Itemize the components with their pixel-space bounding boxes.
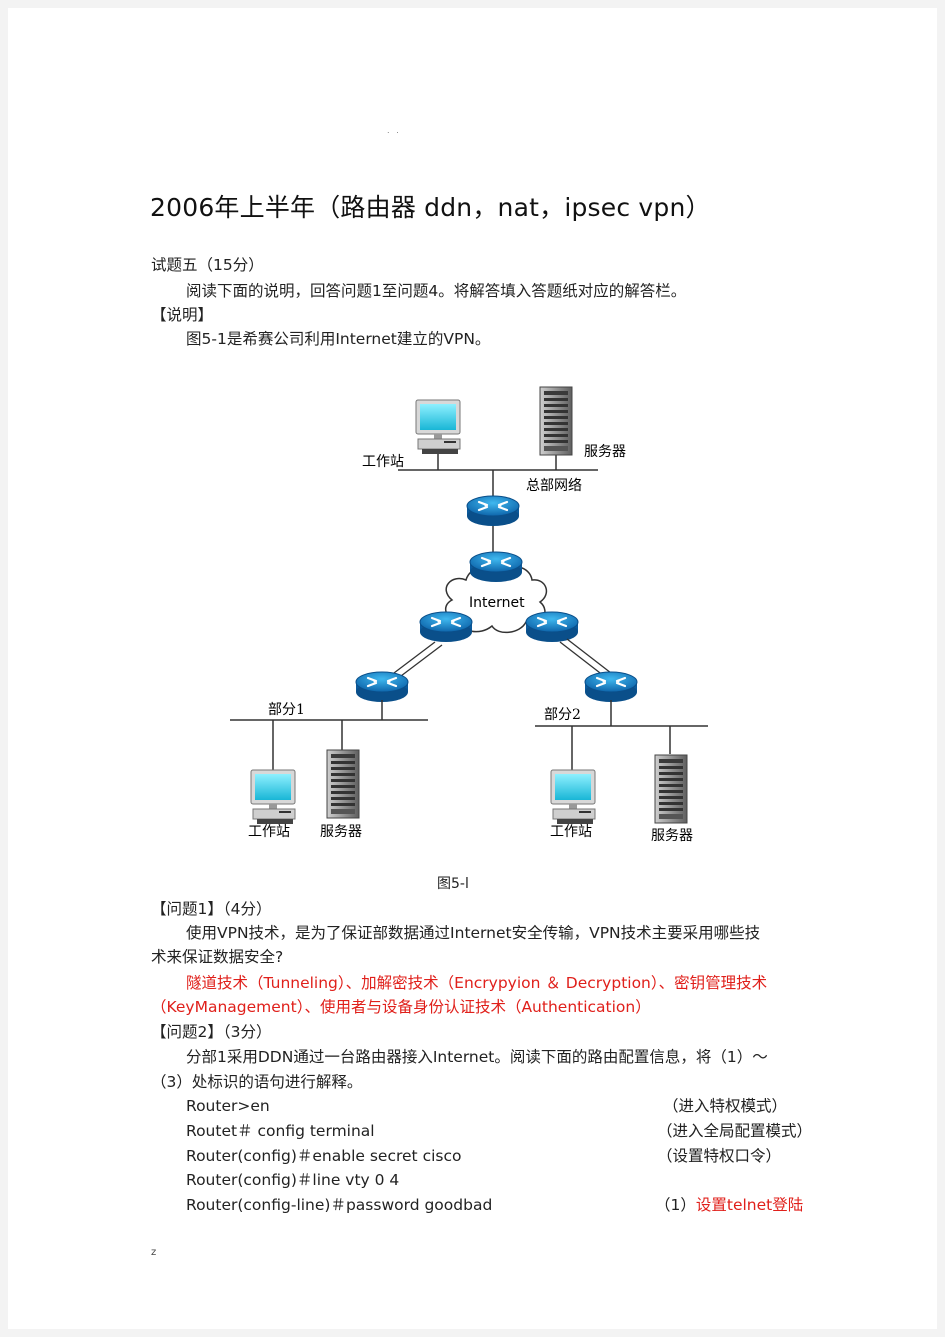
page-title: 2006年上半年（路由器 ddn，nat，ipsec vpn） <box>150 193 711 222</box>
internet-label: Internet <box>469 595 525 611</box>
config-command: Router(config)＃line vty 0 4 <box>186 1171 400 1189</box>
internet-router-left-icon <box>418 610 474 644</box>
vpn-network-diagram: 工作站 服务器 总部网络 Internet 部分1 工作站 服务器 部分2 工作… <box>230 386 708 844</box>
branch2-server-label: 服务器 <box>651 828 693 844</box>
hq-server-label: 服务器 <box>584 444 626 460</box>
q2-intro-line2: （3）处标识的语句进行解释。 <box>151 1073 363 1091</box>
q1-heading: 【问题1】（4分） <box>151 900 272 918</box>
figure-intro: 图5-1是希赛公司利用Internet建立的VPN。 <box>186 330 491 348</box>
document-page <box>8 8 937 1329</box>
hq-workstation-icon <box>415 399 461 455</box>
config-command: Routet＃ config terminal <box>186 1122 375 1140</box>
config-command: Router(config)＃enable secret cisco <box>186 1147 462 1165</box>
q1-question-line2: 术来保证数据安全? <box>151 948 284 966</box>
explain-label: 【说明】 <box>151 306 214 324</box>
branch2-workstation-icon <box>550 769 596 825</box>
config-note: （设置特权口令） <box>657 1147 782 1165</box>
q2-heading: 【问题2】（3分） <box>151 1023 272 1041</box>
config-note-number: （1） <box>655 1196 696 1214</box>
header-mark: . . <box>387 126 401 135</box>
branch1-server-label: 服务器 <box>320 824 362 840</box>
branch1-workstation-icon <box>250 769 296 825</box>
branch1-router-icon <box>354 670 410 704</box>
internet-router-right-icon <box>524 610 580 644</box>
branch2-workstation-label: 工作站 <box>550 824 592 840</box>
hq-network-label: 总部网络 <box>526 478 582 494</box>
section-heading: 试题五（15分） <box>151 256 264 274</box>
footer-mark: z <box>151 1247 157 1258</box>
q1-question-line1: 使用VPN技术，是为了保证部数据通过Internet安全传输，VPN技术主要采用… <box>186 924 761 942</box>
hq-workstation-label: 工作站 <box>362 454 404 470</box>
branch1-workstation-label: 工作站 <box>248 824 290 840</box>
config-note: （1）设置telnet登陆 <box>655 1195 803 1215</box>
branch2-server-icon <box>654 754 688 824</box>
config-command: Router(config-line)＃password goodbad <box>186 1196 493 1214</box>
intro-paragraph: 阅读下面的说明，回答问题1至问题4。将解答填入答题纸对应的解答栏。 <box>186 282 687 300</box>
q2-intro-line1: 分部1采用DDN通过一台路由器接入Internet。阅读下面的路由配置信息，将（… <box>186 1048 768 1066</box>
q1-answer-line2: （KeyManagement）、使用者与设备身份认证技术（Authenticat… <box>151 998 651 1016</box>
branch1-server-icon <box>326 749 360 819</box>
internet-router-top-icon <box>468 550 524 584</box>
branch2-router-icon <box>583 670 639 704</box>
branch1-label: 部分1 <box>268 702 305 718</box>
config-note: （进入特权模式） <box>663 1097 788 1115</box>
figure-caption: 图5-l <box>437 876 469 892</box>
q1-answer-line1: 隧道技术（Tunneling）、加解密技术（Encrypyion ＆ Decry… <box>186 974 768 992</box>
config-command: Router>en <box>186 1097 270 1115</box>
branch2-label: 部分2 <box>544 707 581 723</box>
hq-server-icon <box>539 386 573 456</box>
config-note-answer: 设置telnet登陆 <box>695 1196 804 1214</box>
config-note: （进入全局配置模式） <box>657 1122 813 1140</box>
hq-router-icon <box>465 494 521 528</box>
